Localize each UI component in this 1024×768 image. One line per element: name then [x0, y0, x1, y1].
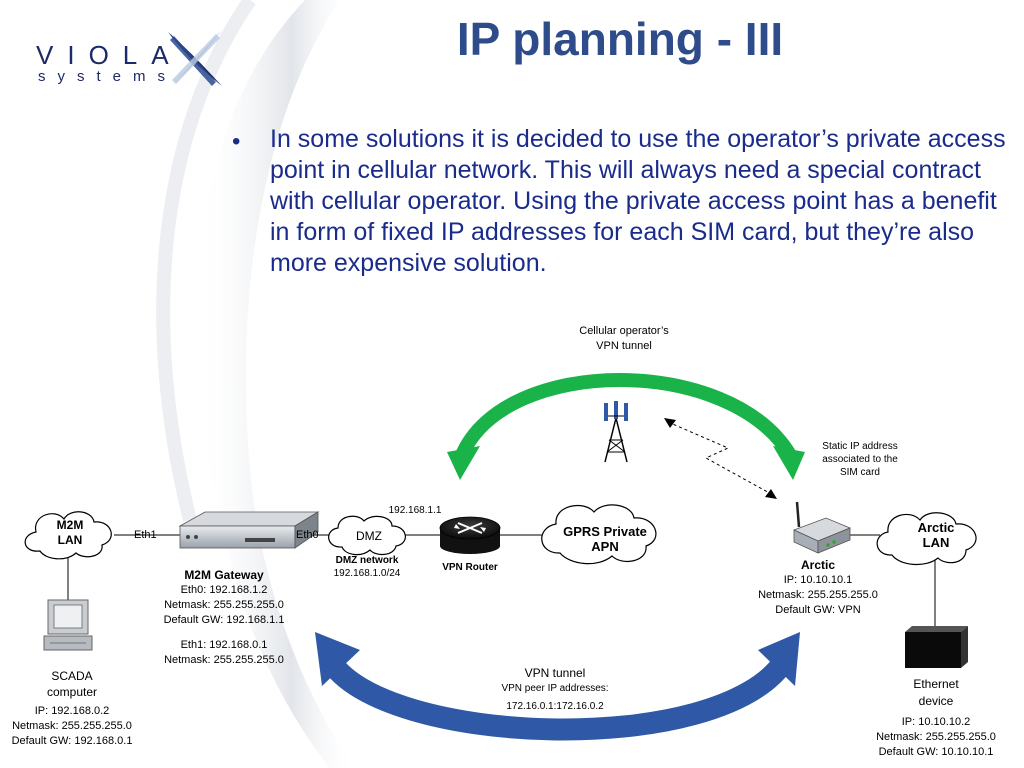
cellular-tunnel-arrow — [455, 373, 797, 462]
m2m-lan-label: M2M LAN — [56, 518, 84, 547]
cellular-tunnel-label: Cellular operator’s VPN tunnel — [579, 325, 669, 352]
dmz-gateway-ip: 192.168.1.1 — [388, 505, 442, 516]
logo-wordmark: VIOLA — [36, 40, 183, 70]
eth1-label: Eth1 — [134, 529, 157, 541]
static-ip-label: Static IP address associated to the SIM … — [822, 441, 898, 478]
radio-link — [667, 421, 774, 496]
ethernet-device-info: Ethernet device IP: 10.10.10.2 Netmask: … — [876, 677, 996, 758]
ethernet-device-icon — [905, 626, 968, 668]
dmz-network-info: DMZ network 192.168.1.0/24 — [333, 555, 401, 579]
logo-subtitle: systems — [38, 68, 178, 85]
cellular-tunnel-arrowhead-right — [773, 446, 805, 480]
arctic-info: Arctic IP: 10.10.10.1 Netmask: 255.255.2… — [758, 558, 878, 616]
cell-tower-icon — [604, 401, 628, 463]
cloud-gprs-apn — [541, 504, 657, 565]
vpn-router-icon — [439, 516, 501, 554]
vpn-router-label: VPN Router — [442, 562, 498, 573]
cloud-arctic-lan — [876, 512, 977, 565]
vpn-tunnel-arrowhead-right — [758, 632, 800, 686]
cloud-dmz — [328, 515, 406, 556]
m2m-gateway-server-icon — [178, 511, 320, 549]
dmz-label: DMZ — [356, 529, 382, 543]
eth0-label: Eth0 — [296, 529, 319, 541]
gprs-apn-label: GPRS Private APN — [563, 524, 647, 554]
vpn-tunnel-arrowhead-left — [315, 632, 360, 686]
bullet-marker: • — [232, 128, 241, 155]
m2m-gateway-name: M2M Gateway — [184, 568, 264, 582]
cellular-tunnel-arrowhead-left — [447, 446, 480, 480]
vpn-tunnel-arrow — [319, 649, 796, 741]
logo-x-mark-icon — [168, 30, 222, 86]
arctic-device-icon — [792, 501, 852, 554]
scada-info: SCADA computer IP: 192.168.0.2 Netmask: … — [11, 669, 133, 747]
page-title: IP planning - III — [456, 13, 784, 65]
bullet-text: In some solutions it is decided to use t… — [270, 125, 1006, 277]
cloud-m2m-lan — [24, 511, 112, 560]
vpn-tunnel-info: VPN tunnel VPN peer IP addresses: 172.16… — [501, 666, 609, 712]
scada-computer-icon — [43, 599, 93, 651]
m2m-gateway-info: M2M Gateway Eth0: 192.168.1.2 Netmask: 2… — [150, 568, 298, 668]
arctic-lan-label: Arctic LAN — [917, 520, 955, 550]
